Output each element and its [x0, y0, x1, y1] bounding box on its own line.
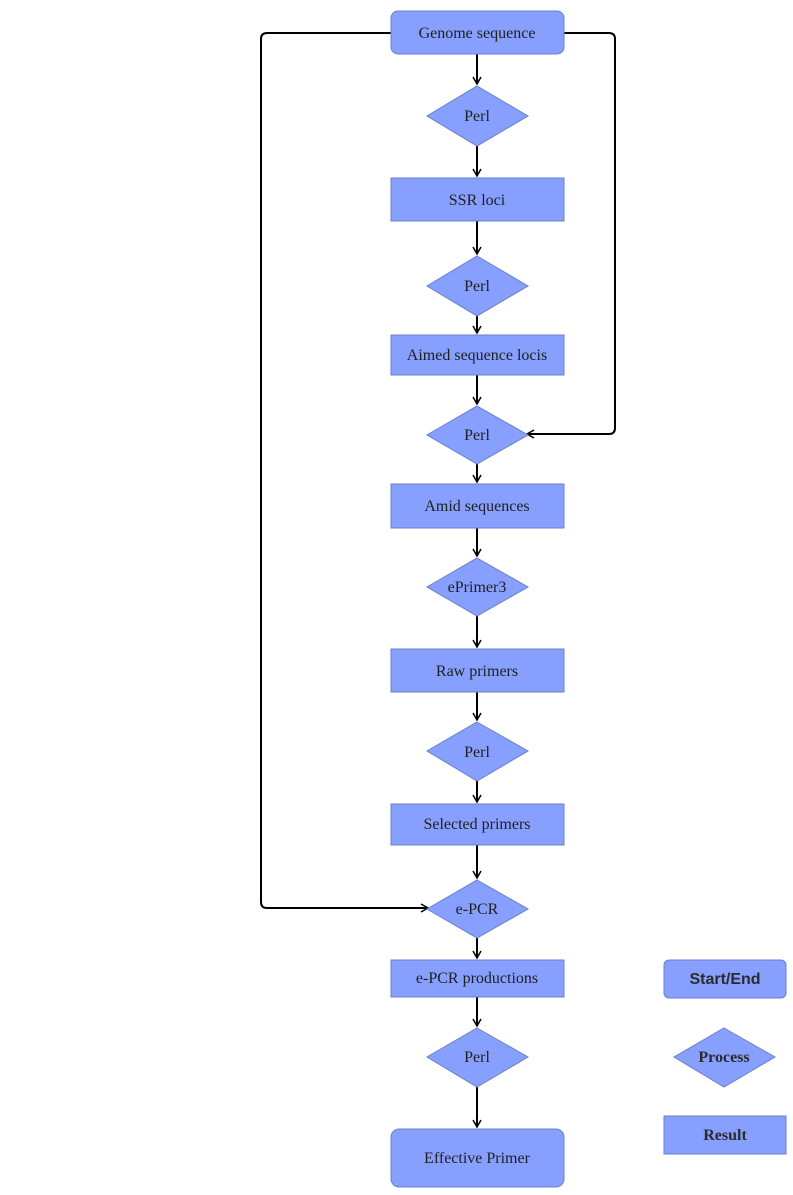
legend-result-label: Result [703, 1127, 747, 1144]
result-shape [390, 334, 565, 376]
node-perl-2: Perl [426, 255, 529, 317]
legend-start-end: Start/End [663, 959, 787, 999]
node-perl-5-label: Perl [464, 1049, 490, 1066]
node-perl-4: Perl [426, 721, 529, 782]
node-ssr-loci-label: SSR loci [449, 192, 506, 209]
node-amid-sequences-label: Amid sequences [424, 498, 529, 515]
legend-result: Result [663, 1115, 787, 1155]
result-shape [390, 177, 565, 222]
node-perl-1-label: Perl [464, 108, 490, 125]
legend-start-end-shape [663, 959, 787, 999]
node-ssr-loci: SSR loci [390, 177, 565, 222]
node-genome-sequence-label: Genome sequence [419, 25, 536, 42]
edge-genome-perl3-bypass [525, 32, 616, 439]
legend: Start/End Process Result [663, 959, 787, 1155]
node-raw-primers-label: Raw primers [436, 663, 518, 680]
node-aimed-sequence-locis-label: Aimed sequence locis [407, 347, 547, 364]
result-shape [390, 483, 565, 529]
start-end-shape [390, 1128, 565, 1188]
node-epcr-productions: e-PCR productions [390, 959, 565, 998]
process-shape [426, 405, 530, 465]
node-selected-primers-label: Selected primers [423, 816, 530, 833]
legend-result-shape [663, 1115, 787, 1155]
node-raw-primers: Raw primers [390, 648, 565, 693]
process-shape [426, 255, 529, 317]
node-amid-sequences: Amid sequences [390, 483, 565, 529]
edge-genome-epcr-bypass [260, 32, 430, 913]
node-eprimer3-label: ePrimer3 [448, 579, 507, 596]
edges [260, 32, 616, 1129]
node-perl-3-label: Perl [464, 427, 490, 444]
node-perl-1: Perl [426, 85, 529, 147]
process-shape [426, 721, 529, 782]
process-shape [426, 557, 530, 617]
node-perl-5: Perl [426, 1027, 529, 1088]
node-epcr: e-PCR [426, 879, 530, 939]
node-effective-primer-label: Effective Primer [424, 1150, 531, 1167]
legend-start-end-label: Start/End [689, 971, 760, 988]
node-epcr-label: e-PCR [456, 901, 499, 918]
process-shape [426, 1027, 529, 1088]
legend-process-label: Process [698, 1049, 749, 1066]
result-shape [390, 803, 565, 846]
node-perl-2-label: Perl [464, 278, 490, 295]
node-effective-primer: Effective Primer [390, 1128, 565, 1188]
node-eprimer3: ePrimer3 [426, 557, 530, 617]
result-shape [390, 648, 565, 693]
node-aimed-sequence-locis: Aimed sequence locis [390, 334, 565, 376]
node-perl-4-label: Perl [464, 744, 490, 761]
start-end-shape [390, 10, 565, 55]
legend-process-shape [673, 1027, 776, 1088]
node-epcr-productions-label: e-PCR productions [416, 970, 538, 987]
node-genome-sequence: Genome sequence [390, 10, 565, 55]
result-shape [390, 959, 565, 998]
process-shape [426, 879, 530, 939]
node-perl-3: Perl [426, 405, 530, 465]
legend-process: Process [673, 1027, 776, 1088]
process-shape [426, 85, 529, 147]
node-selected-primers: Selected primers [390, 803, 565, 846]
